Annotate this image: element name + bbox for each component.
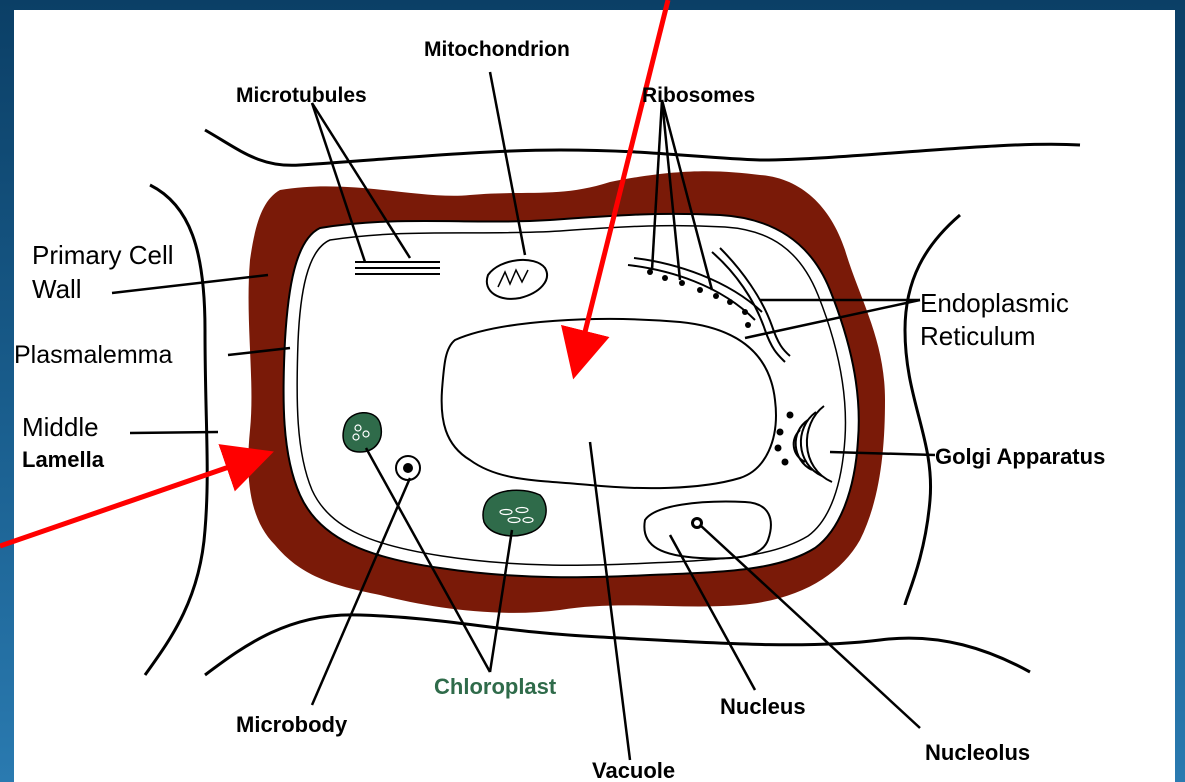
label-plasmalemma: Plasmalemma [14, 341, 172, 369]
label-ribosomes: Ribosomes [642, 84, 755, 107]
label-middle-lamella-2: Lamella [22, 447, 105, 472]
label-chloroplast: Chloroplast [434, 674, 557, 699]
nucleus [644, 502, 771, 559]
label-nucleus: Nucleus [720, 694, 806, 719]
chloroplast-small [343, 413, 381, 452]
label-primary-cell-wall-1: Primary Cell [32, 240, 174, 270]
top-neighbor-wall [205, 130, 1080, 165]
label-endoplasmic-reticulum-2: Reticulum [920, 321, 1036, 351]
label-middle-lamella-1: Middle [22, 412, 99, 442]
label-microbody: Microbody [236, 712, 348, 737]
label-microtubules: Microtubules [236, 84, 367, 107]
label-nucleolus: Nucleolus [925, 740, 1030, 765]
label-vacuole: Vacuole [592, 758, 675, 782]
microbody-shape [396, 456, 420, 480]
label-primary-cell-wall-2: Wall [32, 274, 82, 304]
vacuole [442, 319, 776, 488]
label-mitochondrion: Mitochondrion [424, 38, 570, 61]
chloroplast-large [483, 490, 546, 536]
label-golgi-apparatus: Golgi Apparatus [935, 444, 1105, 469]
label-endoplasmic-reticulum-1: Endoplasmic [920, 288, 1069, 318]
right-neighbor-wall [905, 215, 960, 605]
